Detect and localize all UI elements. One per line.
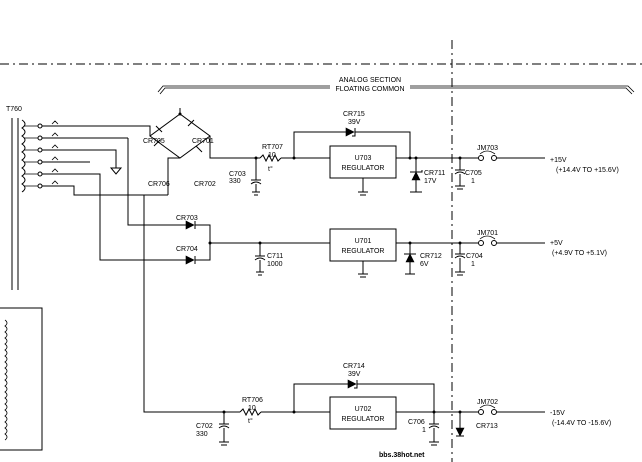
c706-ref: C706	[408, 419, 425, 426]
cr714-ref: CR714	[343, 363, 365, 370]
u703-block	[329, 145, 397, 179]
cr701-label: CR701	[192, 138, 214, 145]
out-plus5-range: (+4.9V TO +5.1V)	[552, 250, 607, 257]
rt706-ref: RT706	[242, 397, 263, 404]
u702-label: REGULATOR	[342, 416, 385, 423]
section-subtitle: FLOATING COMMON	[335, 86, 404, 93]
rt707-tc: t°	[268, 165, 273, 173]
cr712-ref: CR712	[420, 253, 442, 260]
cr715-ref: CR715	[343, 111, 365, 118]
jm701-label: JM701	[477, 230, 498, 237]
c711-ref: C711	[267, 253, 283, 260]
out-plus15-label: +15V	[550, 157, 567, 164]
section-bracket	[157, 85, 635, 95]
cr715-val: 39V	[348, 119, 361, 126]
rail-plus15	[210, 127, 545, 193]
t760-label: T760	[6, 106, 22, 113]
u701-label: REGULATOR	[342, 248, 385, 255]
c705-val: 1	[471, 178, 475, 185]
u702-ref: U702	[355, 406, 372, 413]
watermark: bbs.38hot.net	[379, 452, 425, 459]
out-minus15-range: (-14.4V TO -15.6V)	[552, 420, 611, 427]
c704-val: 1	[471, 261, 475, 268]
cr706-label: CR706	[148, 181, 170, 188]
cr712-val: 6V	[420, 261, 429, 268]
u701-ref: U701	[355, 238, 372, 245]
out-plus15-range: (+14.4V TO +15.6V)	[556, 167, 619, 174]
rt706-val: 10	[248, 405, 256, 412]
rt706-tc: t°	[248, 417, 253, 425]
u701-block	[329, 228, 397, 262]
c703-val: 330	[229, 178, 241, 185]
ground-symbols	[219, 185, 465, 446]
c705-ref: C705	[465, 170, 482, 177]
rt707-val: 10	[268, 152, 276, 159]
u703-ref: U703	[355, 155, 372, 162]
jm703-label: JM703	[477, 145, 498, 152]
c702-val: 330	[196, 431, 208, 438]
c703-ref: C703	[229, 171, 246, 178]
rail-minus15	[143, 195, 545, 442]
rail-plus5	[185, 220, 545, 275]
c702-ref: C702	[196, 423, 213, 430]
transformer-t760	[0, 118, 43, 451]
cr711-val: 17V	[424, 178, 437, 185]
section-title: ANALOG SECTION	[339, 77, 401, 84]
cr702-label: CR702	[194, 181, 216, 188]
jm702-label: JM702	[477, 399, 498, 406]
cr711-ref: CR711	[424, 170, 445, 177]
rt707-ref: RT707	[262, 144, 283, 151]
cr713-ref: CR713	[476, 423, 498, 430]
c706-val: 1	[422, 427, 426, 434]
cr704-label: CR704	[176, 246, 198, 253]
out-plus5-label: +5V	[550, 240, 563, 247]
out-minus15-label: -15V	[550, 410, 565, 417]
cr705-label: CR705	[143, 138, 165, 145]
c711-val: 1000	[267, 261, 283, 268]
section-boundary	[0, 40, 642, 462]
cr703-label: CR703	[176, 215, 198, 222]
u702-block	[329, 396, 397, 430]
u703-label: REGULATOR	[342, 165, 385, 172]
cr714-val: 39V	[348, 371, 361, 378]
c704-ref: C704	[466, 253, 483, 260]
secondary-connectors	[24, 120, 186, 261]
